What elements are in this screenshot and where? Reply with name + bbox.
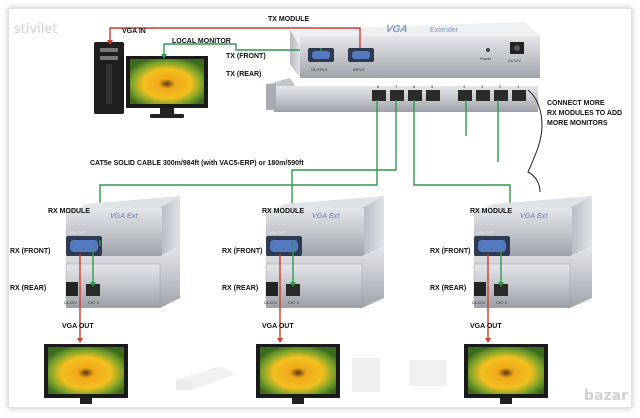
watermark-left: stivilet	[14, 22, 58, 37]
rx1-dc: DC12V	[64, 300, 77, 305]
tx-input-label: INPUT	[353, 67, 366, 72]
label-connect-more-3: MORE MONITORS	[547, 120, 608, 127]
label-tx-module: TX MODULE	[268, 16, 310, 23]
tx-brand: VGA	[385, 24, 408, 35]
label-rx3-module: RX MODULE	[470, 208, 512, 215]
label-rx3-rear: RX (REAR)	[430, 285, 467, 292]
label-local-monitor: LOCAL MONITOR	[172, 38, 231, 45]
tx-wiring	[107, 27, 361, 59]
rx3-vga-port-label: VGA OUT	[476, 230, 494, 235]
rx3-brand: VGA Ext	[520, 213, 548, 220]
vga-out-links	[79, 254, 489, 340]
local-monitor	[126, 56, 208, 118]
remote-monitor-1	[44, 344, 128, 404]
tx-port-8: 8	[377, 84, 380, 89]
label-tx-rear: TX (REAR)	[226, 71, 262, 78]
label-connect-more-2: RX MODULES TO ADD	[547, 110, 623, 117]
rx-unit-3: VGA Ext DC12V CAT 5	[472, 196, 592, 308]
tx-output-label: OUTPUT	[311, 67, 328, 72]
connect-more-brace	[527, 89, 543, 193]
rx2-vga-port-label: VGA OUT	[268, 230, 286, 235]
label-tx-front: TX (FRONT)	[226, 53, 266, 60]
rx2-brand: VGA Ext	[312, 213, 340, 220]
tx-port-2: 2	[499, 84, 502, 89]
tx-rj45-ports	[372, 90, 526, 101]
rx3-cat5: CAT 5	[496, 300, 508, 305]
rx2-cat5: CAT 5	[288, 300, 300, 305]
rx3-dc: DC12V	[472, 300, 485, 305]
rx1-brand: VGA Ext	[110, 213, 138, 220]
rx1-cat5: CAT 5	[88, 300, 100, 305]
tx-port-3: 3	[481, 84, 484, 89]
rx-cable-ends	[99, 240, 293, 248]
label-rx1-module: RX MODULE	[48, 208, 90, 215]
remote-monitor-3	[464, 344, 548, 404]
label-rx2-module: RX MODULE	[262, 208, 304, 215]
tx-dc-label: DC12V	[508, 58, 521, 63]
rx1-vga-port-label: VGA OUT	[68, 230, 86, 235]
tx-brand-sub: Extender	[430, 27, 459, 34]
label-connect-more-1: CONNECT MORE	[547, 100, 605, 107]
rx-unit-2: VGA Ext DC12V CAT 5	[264, 196, 384, 308]
rx-unit-1: VGA Ext DC12V CAT 5	[64, 196, 180, 308]
watermark-right: bazar	[584, 388, 628, 404]
label-rx2-vga-out: VGA OUT	[262, 323, 294, 330]
vga-out-arrows	[77, 338, 491, 343]
tx-port-7: 7	[395, 84, 398, 89]
rx2-dc: DC12V	[264, 300, 277, 305]
tx-port-5: 5	[431, 84, 434, 89]
tx-port-1: 1	[517, 84, 520, 89]
label-rx1-vga-out: VGA OUT	[62, 323, 94, 330]
rx-cable-arrows	[90, 282, 504, 287]
faded-accessories	[176, 358, 446, 392]
label-vga-in: VGA IN	[122, 28, 146, 35]
rx-cat5-drops	[92, 250, 502, 282]
tx-module-rear	[266, 78, 538, 112]
image-frame	[8, 8, 632, 408]
label-rx2-rear: RX (REAR)	[222, 285, 259, 292]
label-rx3-vga-out: VGA OUT	[470, 323, 502, 330]
pc-tower	[94, 42, 124, 114]
label-rx3-front: RX (FRONT)	[430, 248, 471, 255]
tx-port-6: 6	[413, 84, 416, 89]
label-rx1-front: RX (FRONT)	[10, 248, 51, 255]
remote-monitor-2	[256, 344, 340, 404]
tx-port-4: 4	[463, 84, 466, 89]
label-cable: CAT5e SOLID CABLE 300m/984ft (with VAC5-…	[90, 160, 304, 167]
label-rx2-front: RX (FRONT)	[222, 248, 263, 255]
tx-power-label: Power	[480, 56, 492, 61]
label-rx1-rear: RX (REAR)	[10, 285, 47, 292]
